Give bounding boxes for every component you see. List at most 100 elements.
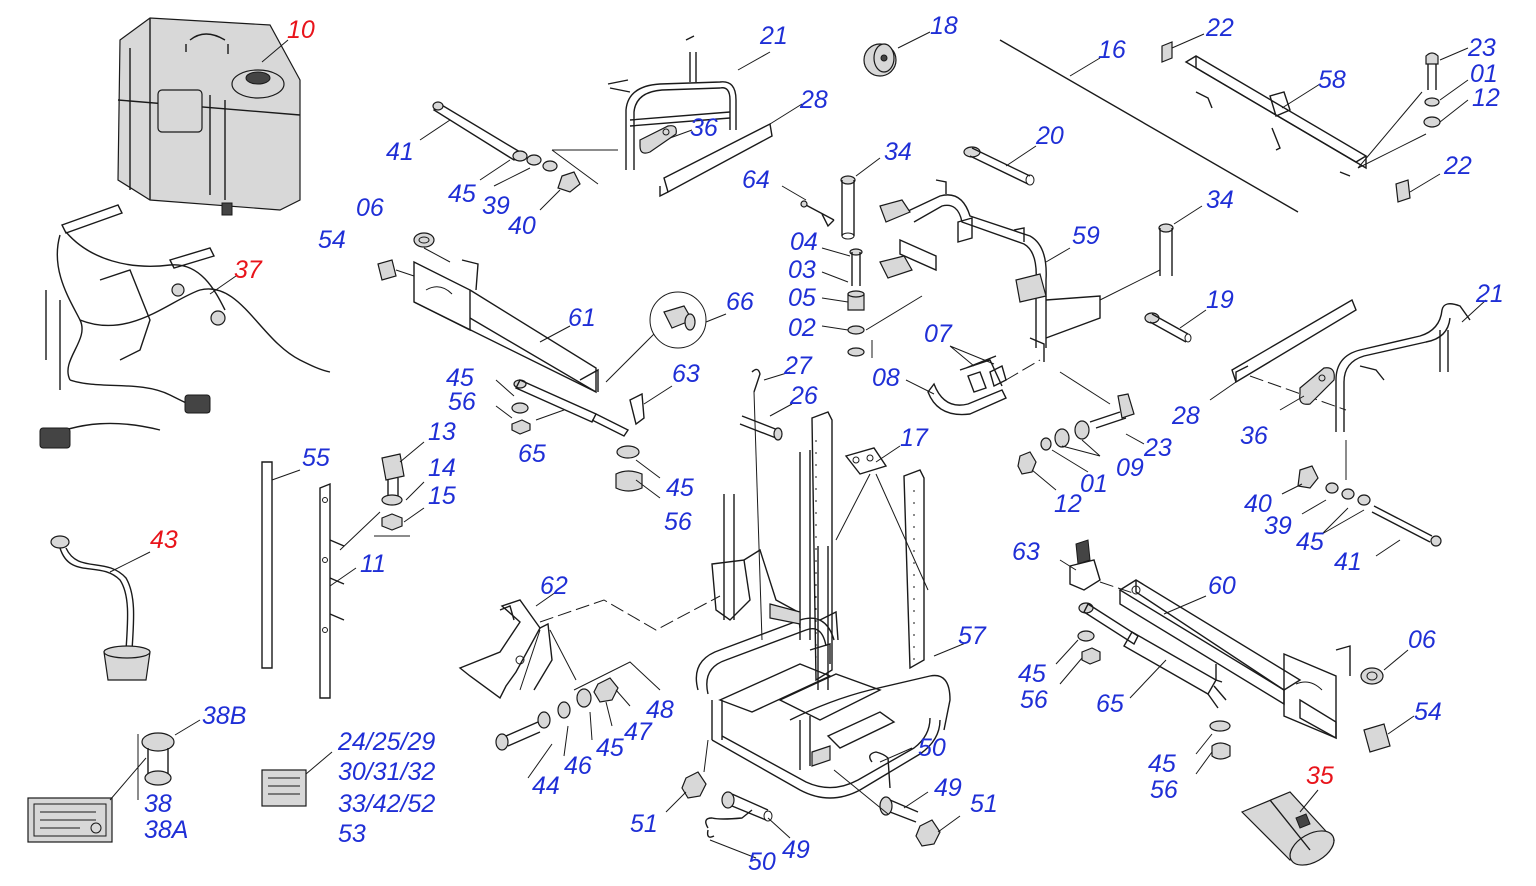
label-45c: 45 <box>666 474 694 502</box>
label-45b: 45 <box>446 364 474 392</box>
label-07: 07 <box>924 320 953 348</box>
label-35: 35 <box>1306 762 1334 790</box>
label-56b: 56 <box>664 508 692 536</box>
label-45d: 45 <box>1296 528 1324 556</box>
part-23-bolt-right <box>1017 371 1145 491</box>
label-48: 48 <box>646 696 674 724</box>
part-55-strip <box>261 461 301 669</box>
label-56d: 56 <box>1150 776 1178 804</box>
label-21a: 21 <box>759 22 788 50</box>
part-41-rod-top <box>419 101 618 211</box>
part-38-plate <box>27 719 201 843</box>
label-40b: 40 <box>1244 490 1272 518</box>
label-58: 58 <box>1318 66 1346 94</box>
label-47: 47 <box>624 718 653 746</box>
label-50b: 50 <box>748 848 776 876</box>
label-18: 18 <box>930 12 958 40</box>
label-60: 60 <box>1208 572 1236 600</box>
label-28b: 28 <box>1171 402 1200 430</box>
part-27-pin <box>751 368 791 641</box>
label-53: 53 <box>338 820 366 848</box>
label-22a: 22 <box>1205 14 1234 42</box>
part-64-pin <box>781 185 835 228</box>
label-01b: 01 <box>1080 470 1108 498</box>
label-11: 11 <box>360 550 386 578</box>
part-51-nut-right <box>915 815 961 847</box>
label-55: 55 <box>302 444 330 472</box>
label-40a: 40 <box>508 212 536 240</box>
part-62-bracket <box>458 591 721 700</box>
label-27: 27 <box>783 352 813 380</box>
label-51a: 51 <box>630 810 658 838</box>
label-64: 64 <box>742 166 770 194</box>
label-57: 57 <box>958 622 987 650</box>
label-05: 05 <box>788 284 816 312</box>
part-63-bracket-right <box>1059 539 1137 595</box>
label-30-31-32: 30/31/32 <box>338 758 435 786</box>
part-49-pin-right <box>833 769 929 823</box>
part-34-pin-right <box>1158 205 1203 276</box>
part-20-pin <box>963 145 1037 186</box>
part-41-rod-right <box>1281 440 1442 557</box>
label-51b: 51 <box>970 790 998 818</box>
part-50-clip-left <box>705 809 757 859</box>
part-50-clip-right <box>869 747 913 789</box>
label-49b: 49 <box>782 836 810 864</box>
label-65a: 65 <box>518 440 546 468</box>
label-65b: 65 <box>1096 690 1124 718</box>
part-19-pin <box>1144 309 1207 343</box>
label-20: 20 <box>1035 122 1064 150</box>
part-61-arm <box>377 232 599 394</box>
part-66-detail <box>605 291 727 383</box>
label-39b: 39 <box>1264 512 1292 540</box>
part-23-bolt-top <box>1357 47 1469 169</box>
part-28-angle-right <box>1209 298 1357 411</box>
part-60-arm <box>1118 579 1351 740</box>
label-56c: 56 <box>1020 686 1048 714</box>
label-36b: 36 <box>1240 422 1268 450</box>
part-stack-04-02 <box>821 247 923 358</box>
part-26-pin <box>739 403 793 441</box>
label-03: 03 <box>788 256 816 284</box>
label-08: 08 <box>872 364 900 392</box>
label-26: 26 <box>789 382 818 410</box>
label-66: 66 <box>726 288 754 316</box>
label-06b: 06 <box>1408 626 1436 654</box>
callout-labels: 10 21 18 16 22 23 58 01 12 28 36 41 45 3… <box>144 12 1504 876</box>
label-23a: 23 <box>1467 34 1496 62</box>
label-63b: 63 <box>1012 538 1040 566</box>
part-65-strut-left <box>495 379 673 499</box>
part-49-pin-left <box>721 791 791 839</box>
label-15: 15 <box>428 482 456 510</box>
label-49a: 49 <box>934 774 962 802</box>
part-36-plate-right <box>1279 367 1335 411</box>
label-36a: 36 <box>690 114 718 142</box>
label-22b: 22 <box>1443 152 1472 180</box>
label-45g: 45 <box>1148 750 1176 778</box>
label-23b: 23 <box>1143 434 1172 462</box>
part-58-bar <box>1161 33 1441 203</box>
part-11-bracket <box>319 482 381 699</box>
part-36-plate-top <box>639 125 693 154</box>
label-01a: 01 <box>1470 60 1498 88</box>
part-51-nut-left <box>665 739 709 813</box>
label-41b: 41 <box>1334 548 1362 576</box>
label-24-25-29: 24/25/29 <box>337 728 435 756</box>
label-56a: 56 <box>448 388 476 416</box>
label-12a: 12 <box>1472 84 1500 112</box>
label-44: 44 <box>532 772 560 800</box>
label-43: 43 <box>150 526 178 554</box>
part-21-handle-top <box>607 35 771 170</box>
label-06a: 06 <box>356 194 384 222</box>
part-16-wire <box>999 39 1299 213</box>
label-38: 38 <box>144 790 172 818</box>
part-57-cart <box>695 411 969 799</box>
label-45f: 45 <box>596 734 624 762</box>
label-21b: 21 <box>1475 280 1504 308</box>
label-09: 09 <box>1116 454 1144 482</box>
part-43-hose <box>50 535 151 681</box>
part-18-wheel <box>863 31 931 77</box>
part-17-bracket <box>835 445 929 591</box>
label-54a: 54 <box>318 226 346 254</box>
